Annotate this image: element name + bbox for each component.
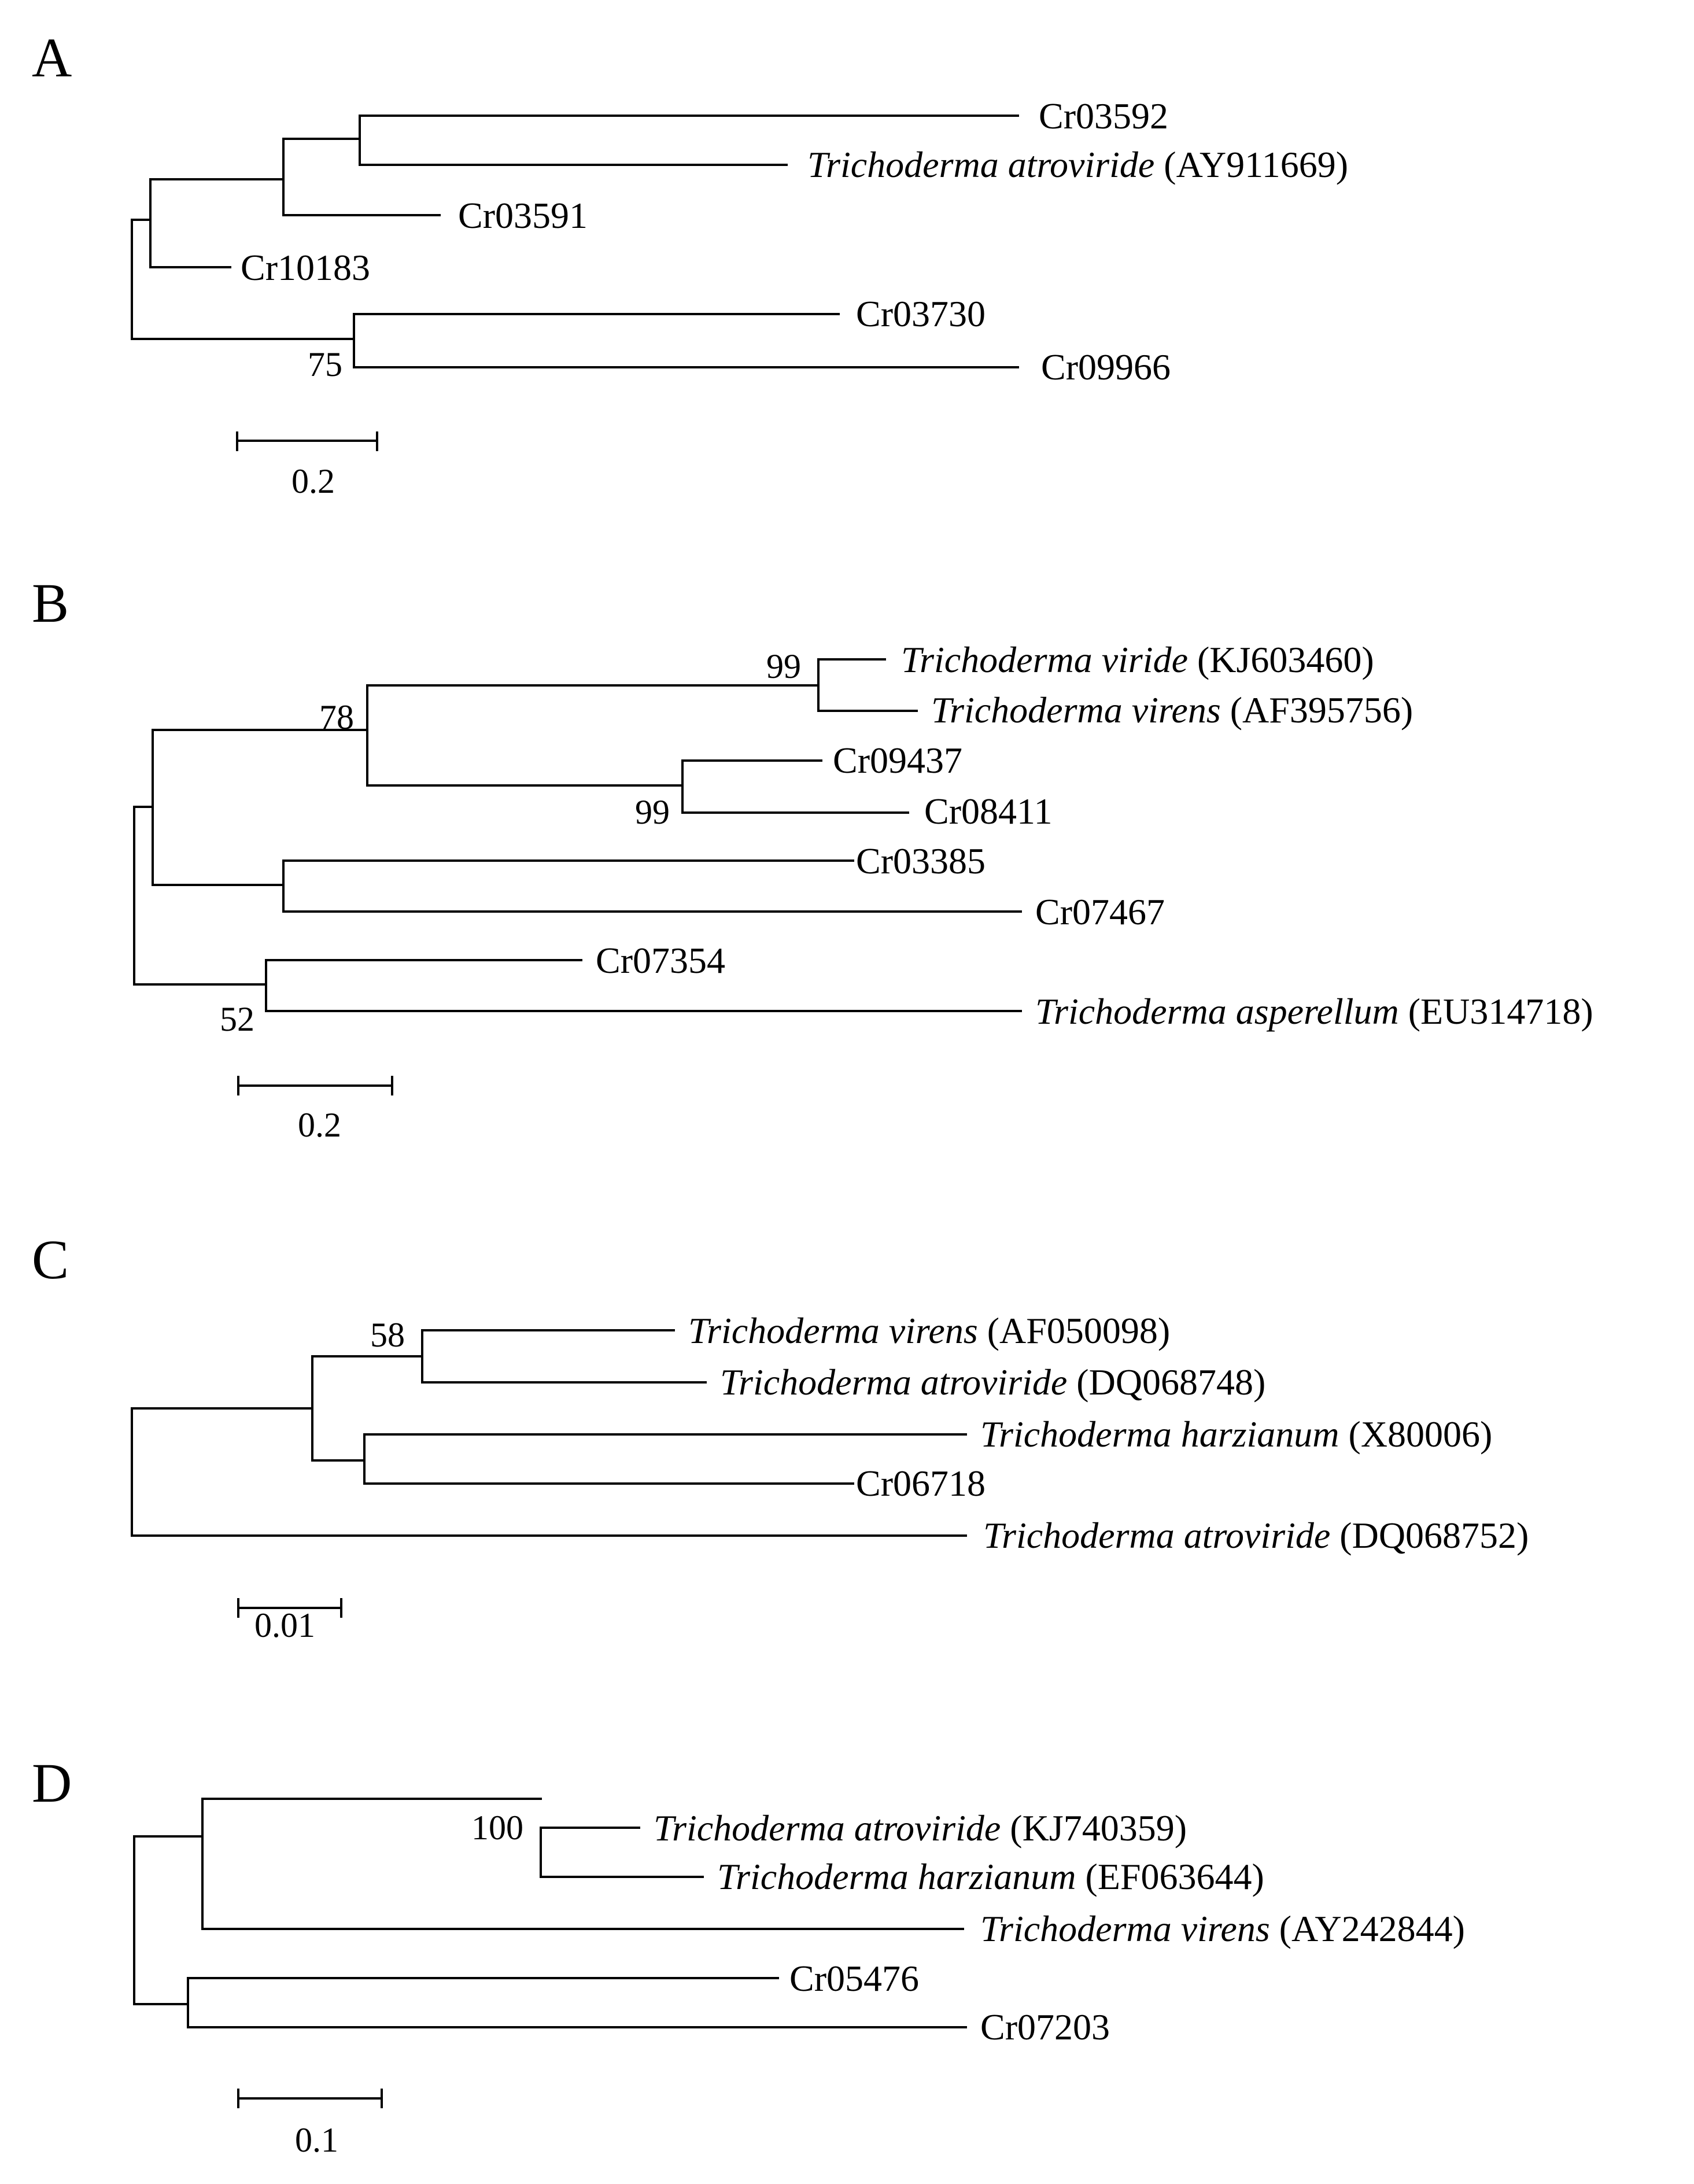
panel-d-scale-label: 0.1 [295,2121,338,2159]
accession: (AY242844) [1270,1908,1465,1949]
leaf-label: Trichoderma atroviride (AY911669) [807,144,1348,185]
leaf-label: Cr03591 [458,195,588,236]
species-name: Trichoderma viride [901,639,1188,680]
accession: (AF395756) [1221,689,1413,731]
leaf-label: Cr06718 [856,1463,986,1504]
leaf-label: Cr05476 [789,1958,919,1999]
accession: (KJ603460) [1188,639,1374,680]
leaf-label: Trichoderma atroviride (DQ068748) [720,1362,1265,1403]
panel-c-scale-label: 0.01 [254,1606,315,1644]
leaf-label: Trichoderma virens (AF050098) [688,1310,1170,1351]
panel-a-scale-label: 0.2 [291,462,335,500]
bootstrap-value: 100 [471,1809,523,1847]
species-name: Trichoderma asperellum [1035,991,1399,1032]
leaf-label: Cr03385 [856,840,986,881]
panel-b: B Trichoderma viride (KJ603460) Trichode… [32,572,1593,1144]
bootstrap-value: 52 [220,1000,254,1038]
species-name: Trichoderma harzianum [717,1856,1076,1897]
leaf-label: Trichoderma asperellum (EU314718) [1035,991,1593,1032]
panel-c: C Trichoderma virens (AF050098) Trichode… [32,1228,1529,1644]
accession: (AF050098) [978,1310,1170,1351]
panel-a-letter: A [32,27,72,88]
panel-a: A Cr03592 Trichoderma atroviride (AY9116… [32,27,1348,500]
leaf-label: Cr10183 [241,247,370,288]
species-name: Trichoderma atroviride [654,1807,1001,1849]
bootstrap-value: 58 [370,1316,405,1354]
accession: (EF063644) [1076,1856,1264,1897]
leaf-label: Cr09437 [833,740,962,781]
leaf-label: Cr03730 [856,293,986,334]
leaf-label: Cr09966 [1041,346,1171,388]
species-name: Trichoderma atroviride [720,1362,1067,1403]
leaf-label: Cr03592 [1039,95,1168,136]
leaf-label: Trichoderma atroviride (DQ068752) [983,1515,1529,1556]
species-name: Trichoderma virens [931,689,1221,731]
bootstrap-value: 99 [766,647,801,685]
accession: (X80006) [1339,1414,1493,1455]
leaf-label: Trichoderma viride (KJ603460) [901,639,1374,680]
panel-b-letter: B [32,572,69,634]
species-name: Trichoderma atroviride [983,1515,1330,1556]
species-name: Trichoderma atroviride [807,144,1154,185]
panel-b-scale-label: 0.2 [298,1106,341,1144]
leaf-label: Trichoderma atroviride (KJ740359) [654,1807,1187,1849]
leaf-label: Trichoderma harzianum (X80006) [980,1414,1492,1455]
accession: (KJ740359) [1001,1807,1187,1849]
bootstrap-value: 78 [319,698,354,736]
bootstrap-value: 99 [635,793,670,831]
accession: (EU314718) [1399,991,1593,1032]
accession: (DQ068752) [1330,1515,1529,1556]
bootstrap-value: 75 [308,345,342,383]
accession: (AY911669) [1154,144,1348,185]
leaf-label: Trichoderma harzianum (EF063644) [717,1856,1264,1897]
leaf-label: Cr07354 [596,940,725,981]
species-name: Trichoderma virens [980,1908,1270,1949]
panel-c-letter: C [32,1228,69,1290]
leaf-label: Trichoderma virens (AY242844) [980,1908,1465,1949]
leaf-label: Cr07203 [980,2006,1110,2048]
panel-d: D Trichoderma atroviride (KJ740359) Tric… [32,1752,1465,2159]
leaf-label: Cr07467 [1035,891,1165,932]
accession: (DQ068748) [1067,1362,1265,1403]
panel-d-letter: D [32,1752,72,1814]
species-name: Trichoderma virens [688,1310,978,1351]
leaf-label: Cr08411 [924,791,1053,832]
leaf-label: Trichoderma virens (AF395756) [931,689,1413,731]
species-name: Trichoderma harzianum [980,1414,1339,1455]
